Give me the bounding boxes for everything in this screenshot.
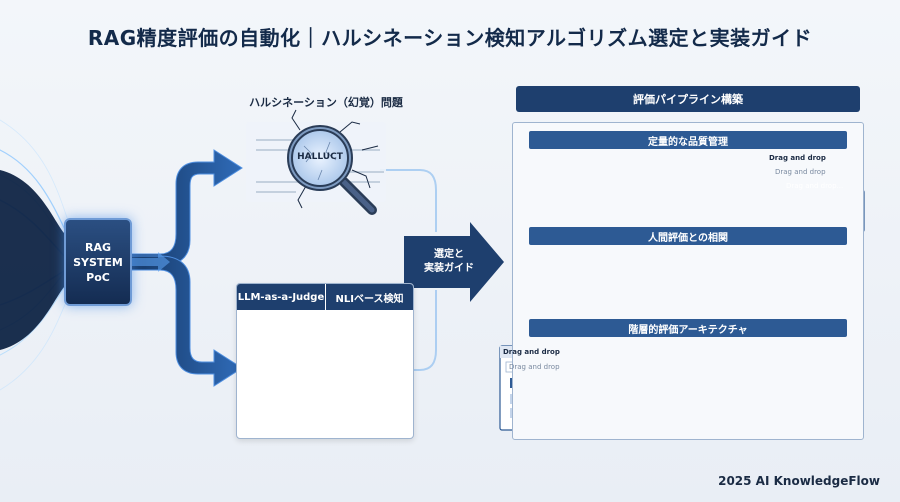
selection-arrow (404, 222, 504, 302)
drag-drop-input: Drag and drop (775, 168, 826, 176)
page-title: RAG精度評価の自動化｜ハルシネーション検知アルゴリズム選定と実装ガイド (87, 26, 813, 50)
section-human-correlation: 人間評価との相関 (529, 227, 847, 245)
hallucination-badge: HALLUCT (297, 152, 343, 162)
connector-lines (380, 169, 437, 371)
hallucination-label: ハルシネーション（幻覚）問題 (249, 96, 403, 109)
branch-arrows (127, 149, 243, 387)
column-header-llm-judge: LLM-as-a-Judge (237, 284, 325, 310)
section-quantitative: 定量的な品質管理 (529, 131, 847, 149)
pipeline-header: 評価パイプライン構築 (516, 86, 860, 112)
rag-system-box: RAG SYSTEM PoC (64, 218, 132, 306)
drag-drop-input-2: Drag and drop (509, 363, 560, 371)
selection-arrow-label: 選定と 実装ガイド (424, 249, 474, 274)
drag-drop-title: Drag and drop (769, 154, 826, 162)
funnel-shape (0, 170, 66, 350)
section-hierarchical: 階層的評価アーキテクチャ (529, 319, 847, 337)
drag-drop-button: Drag and drop... (786, 182, 844, 190)
footer-credit: 2025 AI KnowledgeFlow (718, 474, 880, 488)
hallucination-illustration (246, 109, 386, 215)
drag-drop-title-2: Drag and drop (503, 348, 560, 356)
comparison-table: LLM-as-a-Judge NLIベース検知 (236, 283, 414, 439)
pipeline-card: 定量的な品質管理 人間評価との相関 階層的評価アーキテクチャ (512, 122, 864, 440)
column-header-nli: NLIベース検知 (326, 284, 413, 310)
